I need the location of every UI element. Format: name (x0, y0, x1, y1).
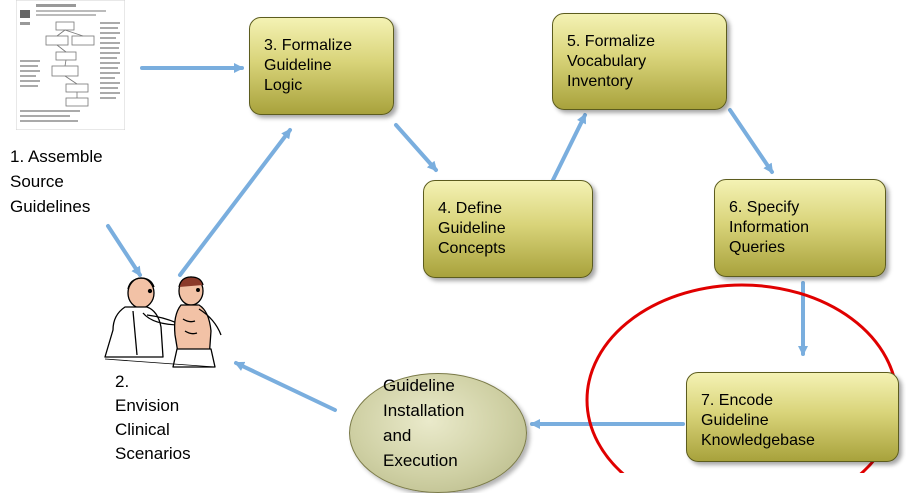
scenarios-line: Scenarios (115, 444, 191, 463)
step-line: Vocabulary (567, 53, 647, 70)
step-line: 7. Encode (701, 392, 774, 409)
arrow-step5-to-step6 (728, 108, 774, 174)
step-line: Guideline (438, 220, 506, 237)
step-formalize-guideline-logic: 3. Formalize Guideline Logic (249, 17, 394, 115)
source-line: 1. Assemble (10, 147, 103, 166)
step-line: 5. Formalize (567, 33, 656, 50)
installation-line: and (383, 426, 412, 445)
document-thumbnail-icon (16, 0, 125, 130)
scenarios-line: Clinical (115, 420, 170, 439)
scenarios-line: 2. (115, 372, 130, 391)
step-line: 4. Define (438, 200, 503, 217)
clinical-scenarios-label: 2. Envision Clinical Scenarios (115, 370, 191, 466)
step-line: Logic (264, 77, 303, 94)
step-specify-information-queries: 6. Specify Information Queries (714, 179, 886, 277)
arrow-step4-to-step5 (551, 113, 587, 182)
source-guidelines-label: 1. Assemble Source Guidelines (10, 144, 103, 219)
step-encode-guideline-knowledgebase: 7. Encode Guideline Knowledgebase (686, 372, 899, 462)
installation-line: Installation (383, 401, 465, 420)
arrow-scenarios-to-step3 (178, 128, 292, 277)
arrow-installation-to-scenarios (234, 361, 337, 412)
installation-line: Execution (383, 451, 458, 470)
step-line: Inventory (567, 73, 633, 90)
step-line: Guideline (701, 412, 769, 429)
installation-execution-label: Guideline Installation and Execution (383, 373, 464, 473)
installation-line: Guideline (383, 376, 455, 395)
arrow-step3-to-step4 (394, 123, 438, 172)
doctor-examining-patient-icon (104, 276, 222, 368)
step-line: 6. Specify (729, 199, 800, 216)
step-line: Concepts (438, 240, 506, 257)
source-line: Guidelines (10, 197, 91, 216)
source-line: Source (10, 172, 64, 191)
step-line: Information (729, 219, 810, 236)
step-line: 3. Formalize (264, 37, 353, 54)
step-line: Guideline (264, 57, 332, 74)
step-define-guideline-concepts: 4. Define Guideline Concepts (423, 180, 593, 278)
scenarios-line: Envision (115, 396, 180, 415)
step-line: Queries (729, 239, 786, 256)
process-diagram: p (10, 0, 899, 493)
step-formalize-vocabulary-inventory: 5. Formalize Vocabulary Inventory (552, 13, 727, 110)
arrow-source-to-scenarios (106, 224, 142, 277)
step-line: Knowledgebase (701, 432, 815, 449)
